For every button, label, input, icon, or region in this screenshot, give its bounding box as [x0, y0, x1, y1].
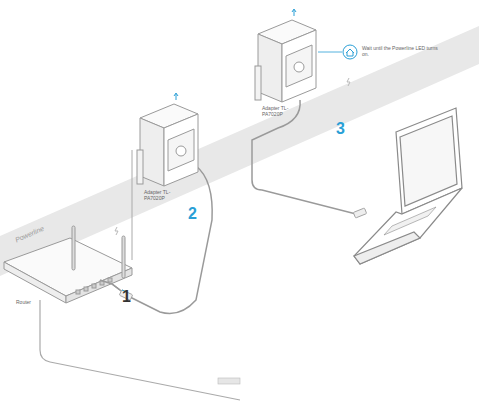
leader-line	[318, 52, 342, 53]
powerline-adapter	[137, 104, 198, 186]
callout-number: 2	[188, 205, 204, 223]
part-label: Adapter TL-PA7020P	[262, 106, 296, 118]
part-label: Adapter TL-PA7020P	[144, 190, 178, 202]
lightning-icons	[115, 78, 350, 235]
ethernet-cable	[112, 166, 212, 314]
part-label: Router	[16, 300, 46, 306]
ethernet-cable	[100, 280, 120, 290]
power-cord	[40, 300, 240, 400]
note-text: Wait until the Powerline LED turns on.	[362, 46, 444, 58]
wall-cord	[132, 150, 133, 260]
powerline-band	[0, 26, 479, 276]
callout-number: 3	[336, 120, 352, 138]
laptop	[354, 108, 462, 264]
ethernet-cable	[252, 100, 356, 214]
callout-number: 1	[122, 288, 138, 306]
powerline-led-icon	[343, 45, 357, 59]
rj45-plug	[353, 208, 366, 218]
plug-in-arrow	[174, 93, 178, 100]
plug-in-arrow	[292, 9, 296, 16]
powerline-adapter	[255, 20, 316, 102]
house-icon	[346, 49, 354, 56]
power-plug	[218, 378, 240, 384]
